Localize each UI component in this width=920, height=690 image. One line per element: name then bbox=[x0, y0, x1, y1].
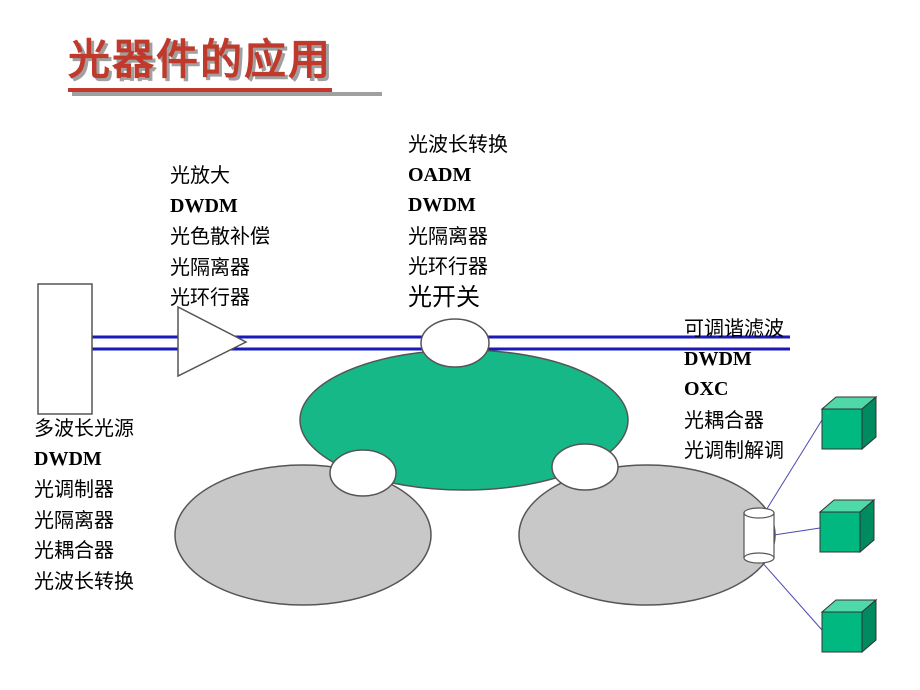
oadm-label-4: 光隔离器 bbox=[408, 223, 488, 248]
amplifier-label-1: 光放大 bbox=[170, 163, 230, 187]
terminal-cube-2 bbox=[818, 498, 876, 554]
right-ring bbox=[518, 464, 776, 606]
amplifier-triangle bbox=[177, 305, 248, 378]
oadm-label-1: 光波长转换 bbox=[408, 132, 508, 156]
oadm-label-3: DWDM bbox=[408, 194, 476, 216]
right-label-3: OXC bbox=[684, 378, 729, 400]
amplifier-label-3: 光色散补偿 bbox=[170, 224, 270, 248]
right-label-1: 可调谐滤波 bbox=[684, 316, 784, 340]
slide-title: 光器件的应用 bbox=[68, 32, 333, 92]
right-node bbox=[551, 443, 619, 491]
source-labels: 多波长光源 DWDM 光调制器 光隔离器 光耦合器 光波长转换 bbox=[34, 413, 134, 596]
terminal-cube-3 bbox=[820, 598, 878, 654]
title-underline-shadow bbox=[72, 92, 382, 96]
source-label-3: 光调制器 bbox=[34, 477, 114, 501]
right-labels: 可调谐滤波 DWDM OXC 光耦合器 光调制解调 bbox=[684, 313, 784, 466]
amplifier-label-4: 光隔离器 bbox=[170, 254, 250, 279]
oadm-label-5: 光环行器 bbox=[408, 254, 488, 278]
amplifier-labels: 光放大 DWDM 光色散补偿 光隔离器 光环行器 bbox=[170, 160, 270, 313]
oadm-label-6: 光开关 bbox=[408, 282, 480, 311]
right-label-2: DWDM bbox=[684, 347, 752, 370]
left-node bbox=[329, 449, 397, 497]
cylinder-terminal bbox=[743, 507, 775, 564]
source-label-2: DWDM bbox=[34, 447, 102, 470]
access-links bbox=[759, 419, 823, 631]
oadm-labels: 光波长转换 OADM DWDM 光隔离器 光环行器 光开关 bbox=[408, 129, 508, 312]
right-label-5: 光调制解调 bbox=[684, 438, 784, 462]
light-source-box bbox=[37, 283, 93, 415]
oadm-label-2: OADM bbox=[408, 163, 472, 186]
source-label-6: 光波长转换 bbox=[34, 568, 134, 593]
right-label-4: 光耦合器 bbox=[684, 407, 764, 432]
amplifier-label-5: 光环行器 bbox=[170, 285, 250, 309]
source-label-5: 光耦合器 bbox=[34, 538, 114, 562]
oadm-node bbox=[420, 318, 490, 368]
source-label-4: 光隔离器 bbox=[34, 507, 114, 532]
terminal-cube-1 bbox=[820, 395, 878, 451]
left-ring bbox=[174, 464, 432, 606]
source-label-1: 多波长光源 bbox=[34, 416, 134, 440]
amplifier-label-2: DWDM bbox=[170, 194, 238, 217]
